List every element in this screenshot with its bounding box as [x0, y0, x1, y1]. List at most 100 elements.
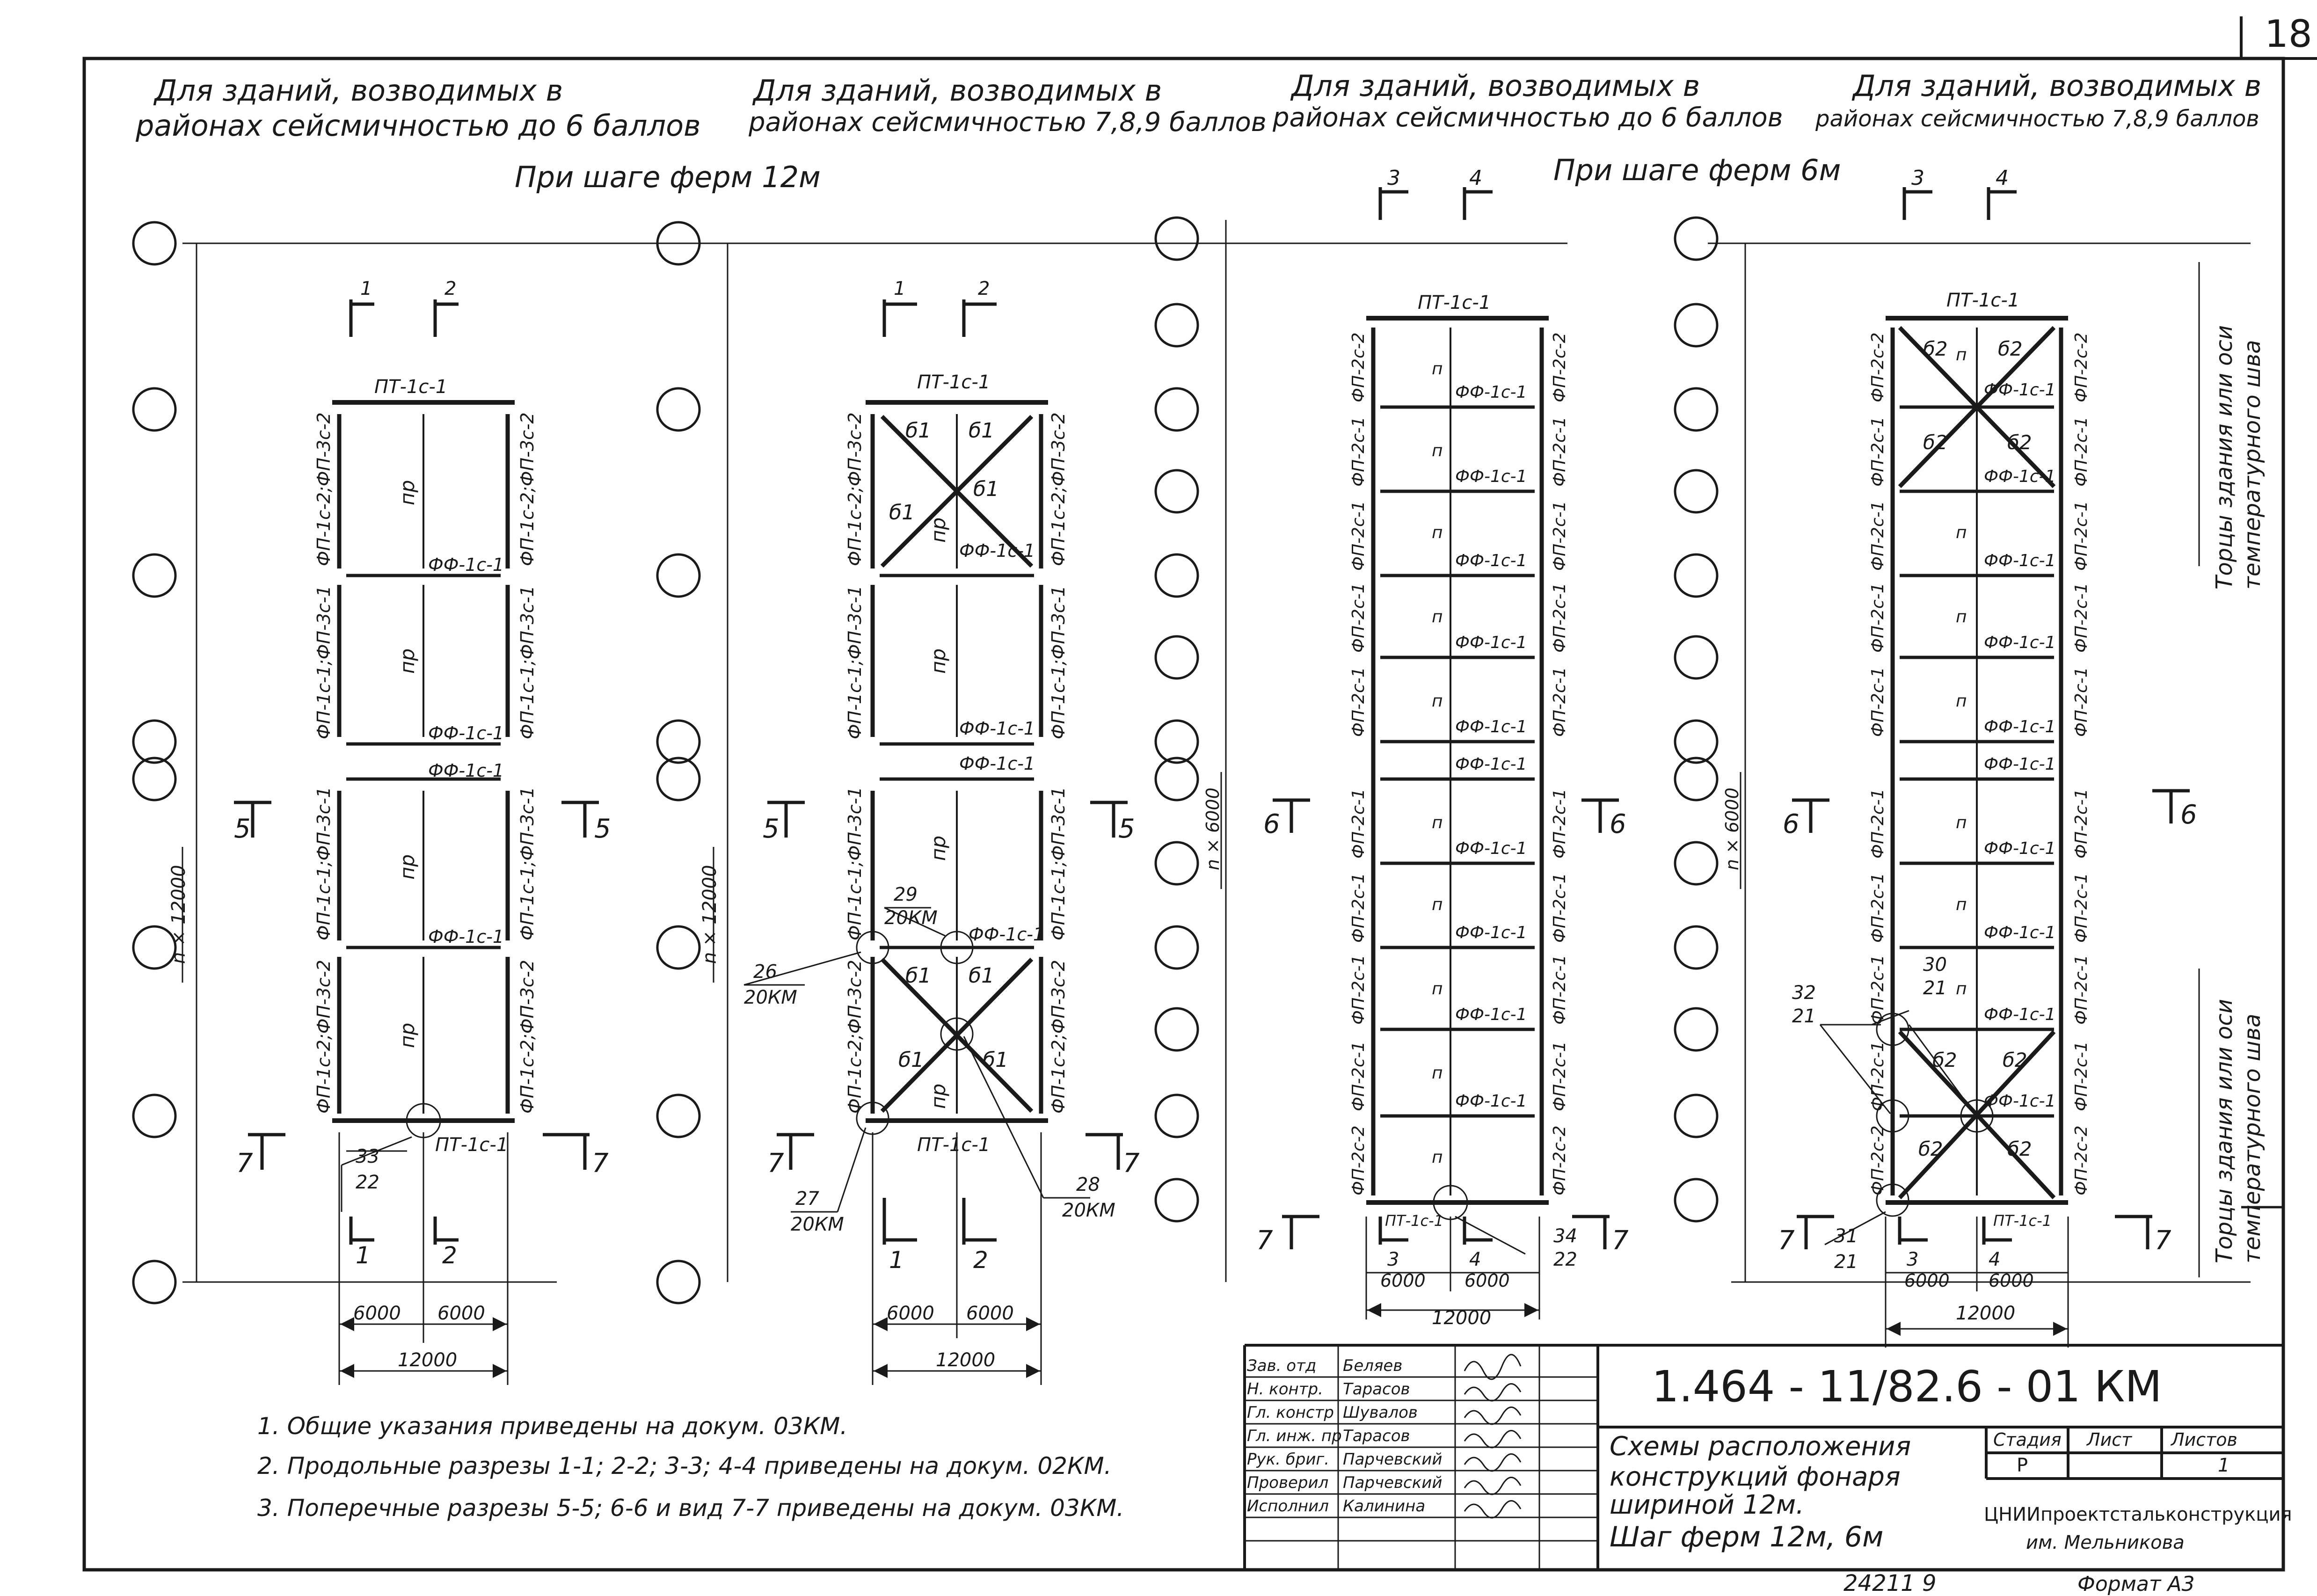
fp-label: ФП-2с-2 — [1868, 332, 1887, 402]
ff-label: ФФ-1с-1 — [1984, 1092, 2056, 1111]
section-2: 2 — [442, 1242, 457, 1269]
format-label: Формат А3 — [2077, 1572, 2195, 1596]
node-28-num: 28 — [1076, 1174, 1100, 1195]
fp-label: ФП-2с-1 — [2072, 1041, 2091, 1111]
ff-label: ФФ-1с-1 — [1455, 551, 1527, 570]
node-27-num: 27 — [795, 1188, 819, 1210]
fp-label: ФП-2с-1 — [2072, 667, 2091, 737]
section-7: 7 — [1256, 1225, 1273, 1256]
section-4: 4 — [1989, 1249, 2000, 1270]
pt-label: ПТ-1с-1 — [917, 372, 990, 393]
fp-label: ФП-2с-1 — [1349, 667, 1368, 737]
role-1: Зав. отд — [1247, 1356, 1316, 1375]
b2-label: б2 — [1918, 1137, 1943, 1160]
dim-6000: 6000 — [1989, 1270, 2034, 1291]
fp-label: ФП-2с-1 — [1868, 583, 1887, 653]
name-6: Парчевский — [1343, 1473, 1442, 1492]
pr-label: пр — [927, 649, 950, 674]
name-3: Шувалов — [1343, 1403, 1418, 1422]
fp-label: ФП-2с-1 — [1868, 416, 1887, 487]
section-1: 1 — [360, 278, 372, 299]
p-label: п — [1956, 813, 1967, 832]
p-label: п — [1956, 692, 1967, 711]
b1-label: б1 — [898, 1048, 924, 1072]
header-1-line1: Для зданий, возводимых в — [153, 73, 563, 108]
ff-label: ФФ-1с-1 — [428, 760, 504, 781]
fp-label: ФП-1с-2;ФП-3с-2 — [845, 412, 865, 566]
ff-label: ФФ-1с-1 — [1455, 755, 1527, 774]
section-2: 2 — [978, 278, 990, 299]
fp-label: ФП-1с-2;ФП-3с-2 — [1048, 412, 1069, 566]
b1-label: б1 — [973, 477, 999, 501]
fp-label: ФП-2с-2 — [1349, 332, 1368, 402]
ff-label: ФФ-1с-1 — [1455, 1092, 1527, 1111]
fp-label: ФП-2с-1 — [1550, 583, 1569, 653]
fp-label: ФП-2с-2 — [2072, 1125, 2091, 1195]
fp-label: ФП-2с-1 — [1868, 955, 1887, 1025]
ff-label: ФФ-1с-1 — [1984, 380, 2056, 400]
note-3: 3. Поперечные разрезы 5-5; 6-6 и вид 7-7… — [257, 1494, 1124, 1522]
pr-label: пр — [927, 836, 950, 861]
pr-label: пр — [927, 517, 950, 543]
dim-12000: 12000 — [1956, 1303, 2015, 1324]
p-label: п — [1956, 523, 1967, 542]
fp-label: ФП-1с-1;ФП-3с-1 — [1048, 585, 1069, 739]
dim-6000: 6000 — [966, 1303, 1014, 1324]
p-label: п — [1432, 813, 1443, 832]
section-7: 7 — [236, 1148, 253, 1179]
dimension-arrows — [340, 1303, 2067, 1378]
section-1: 1 — [889, 1246, 904, 1274]
n12000-label: n × 12000 — [168, 865, 189, 964]
dim-6000: 6000 — [353, 1303, 401, 1324]
ff-label: ФФ-1с-1 — [428, 723, 504, 743]
doc-code: 1.464 - 11/82.6 - 01 КМ — [1652, 1362, 2162, 1412]
side-note-bottom: Торцы здания или оси — [2211, 999, 2237, 1263]
sheets-label: Листов — [2170, 1429, 2237, 1450]
axis-bubbles-1 — [132, 221, 177, 1304]
fp-label: ФП-2с-1 — [1550, 1041, 1569, 1111]
fp-label: ФП-2с-1 — [2072, 501, 2091, 571]
header-4-line2: районах сейсмичностью 7,8,9 баллов — [1815, 106, 2259, 132]
node-30-num: 30 — [1923, 954, 1947, 976]
axis-bubbles-2 — [656, 221, 701, 1304]
ff-label: ФФ-1с-1 — [1984, 633, 2056, 652]
ff-label: ФФ-1с-1 — [1984, 717, 2056, 736]
b1-label: б1 — [969, 419, 994, 443]
pr-label: пр — [396, 649, 419, 674]
title-line-2: конструкций фонаря — [1610, 1462, 1901, 1492]
role-rows: Зав. отд Беляев Н. контр. Тарасов Гл. ко… — [1247, 1356, 1442, 1516]
scheme-panel-1 — [132, 221, 1217, 1385]
ff-label: ФФ-1с-1 — [959, 718, 1035, 739]
header-3-line2: районах сейсмичностью до 6 баллов — [1272, 102, 1783, 133]
ff-label: ФФ-1с-1 — [1455, 717, 1527, 736]
fp-label: ФП-2с-1 — [2072, 583, 2091, 653]
section-3: 3 — [1387, 1249, 1399, 1270]
fp-label: ФП-1с-2;ФП-3с-2 — [313, 412, 334, 566]
section-3: 3 — [1387, 166, 1400, 190]
node-33-num: 33 — [356, 1146, 379, 1167]
pr-label: пр — [396, 854, 419, 880]
role-3: Гл. констр — [1247, 1403, 1334, 1422]
p-label: п — [1432, 359, 1443, 379]
dim-12000: 12000 — [936, 1349, 995, 1371]
fp-label: ФП-2с-1 — [1349, 955, 1368, 1025]
name-2: Тарасов — [1343, 1380, 1410, 1399]
fp-label: ФП-1с-1;ФП-3с-1 — [1048, 787, 1069, 940]
fp-label: ФП-2с-1 — [1550, 955, 1569, 1025]
signatures — [1464, 1354, 1522, 1519]
stage-label: Стадия — [1993, 1429, 2062, 1450]
section-3: 3 — [1911, 166, 1924, 190]
fp-label: ФП-2с-1 — [1349, 873, 1368, 943]
node-28-doc: 20КМ — [1062, 1200, 1115, 1221]
b2-label: б2 — [1932, 1049, 1957, 1071]
fp-label: ФП-1с-1;ФП-3с-1 — [313, 787, 334, 940]
p-label: п — [1432, 979, 1443, 998]
pt-label: ПТ-1с-1 — [1385, 1212, 1443, 1230]
fp-label: ФП-2с-1 — [2072, 955, 2091, 1025]
n12000-label: n × 12000 — [699, 865, 721, 964]
node-26-num: 26 — [753, 961, 777, 983]
b2-label: б2 — [2007, 431, 2032, 454]
n6000-label: n × 6000 — [1722, 787, 1742, 870]
p-label: п — [1956, 345, 1967, 364]
name-1: Беляев — [1343, 1356, 1402, 1375]
